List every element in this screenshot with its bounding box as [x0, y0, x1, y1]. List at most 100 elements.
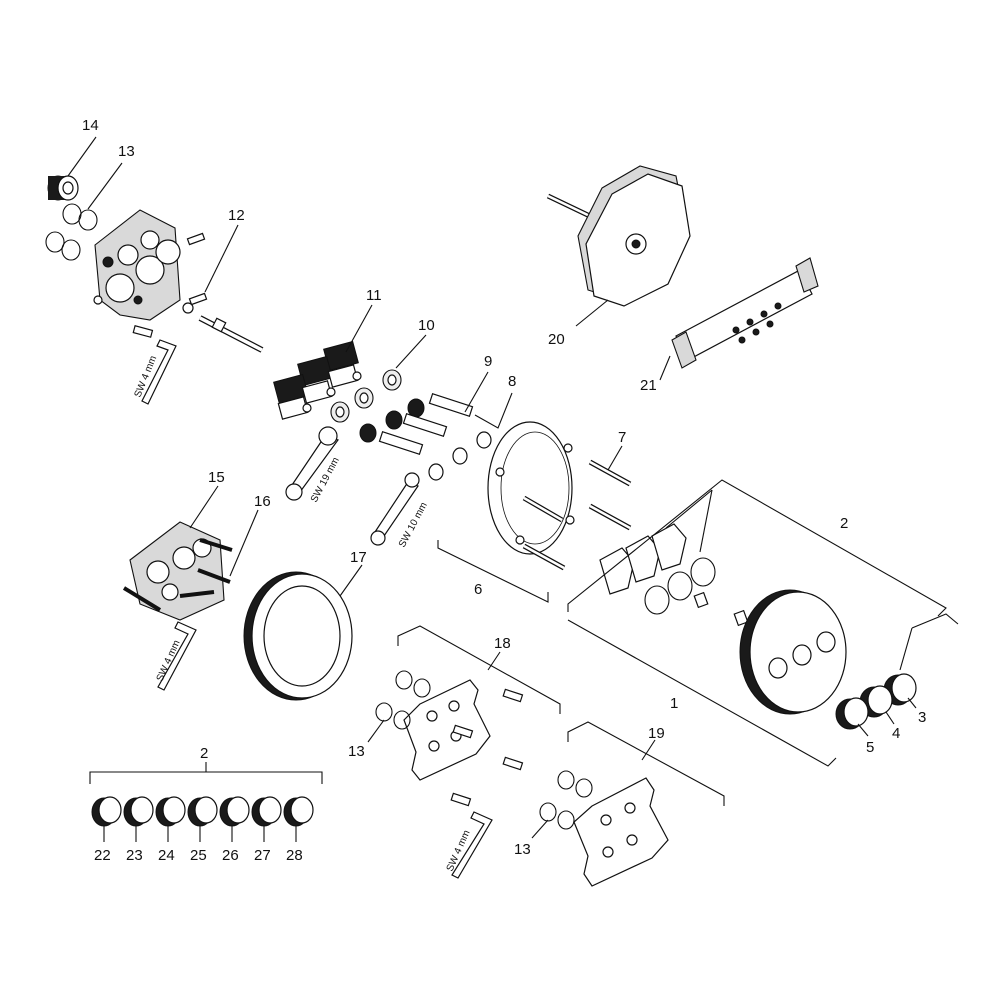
allen-key-mid	[157, 621, 197, 691]
leader-17	[339, 564, 363, 597]
callout-24: 24	[158, 847, 175, 864]
button-28	[283, 796, 314, 827]
orings-19	[539, 770, 593, 830]
button-23	[123, 796, 154, 827]
leader-12	[204, 224, 239, 293]
leader-18	[487, 651, 501, 671]
callout-13-bottom: 13	[514, 841, 531, 858]
part-20-box	[546, 165, 691, 307]
part-19-plate	[573, 777, 669, 887]
part-13-orings-top	[45, 203, 98, 261]
leader-16	[229, 509, 259, 577]
leader-20	[575, 299, 609, 327]
leader-5	[857, 723, 869, 737]
button-25	[187, 796, 218, 827]
leader-4	[885, 711, 895, 725]
callout-25: 25	[190, 847, 207, 864]
leader-2-b	[699, 489, 713, 553]
bracket-1	[567, 619, 837, 767]
button-22	[91, 796, 122, 827]
springs	[359, 398, 425, 443]
allen-key-bottom	[450, 792, 493, 879]
leader-19	[641, 739, 656, 761]
callout-9: 9	[484, 353, 492, 370]
leader-21	[659, 355, 671, 381]
button-24	[155, 796, 186, 827]
leader-14	[67, 136, 97, 177]
callout-16: 16	[254, 493, 271, 510]
bracket-18	[397, 625, 561, 714]
leader-8	[474, 392, 513, 429]
part-15-valve-body	[129, 521, 225, 621]
part-18-plate	[403, 679, 491, 781]
allen-key-top	[132, 325, 177, 405]
callout-27: 27	[254, 847, 271, 864]
leader-13-top	[87, 162, 123, 210]
part-7-screws	[522, 459, 632, 571]
callout-2-bottom: 2	[200, 745, 208, 762]
callout-8: 8	[508, 373, 516, 390]
leader-15	[189, 485, 219, 529]
wrench-sw10	[370, 472, 420, 546]
small-fittings	[693, 591, 749, 627]
bracket-6	[437, 540, 549, 603]
part-14-cap	[47, 175, 79, 201]
screw-top-a	[186, 232, 206, 246]
bracket-2-bottom	[89, 771, 323, 784]
screws-18	[452, 688, 524, 771]
bracket-19	[567, 721, 725, 806]
callout-10: 10	[418, 317, 435, 334]
callout-6: 6	[474, 581, 482, 598]
part-12-rod	[198, 315, 264, 353]
part-21-bracket	[671, 257, 819, 369]
callout-15: 15	[208, 469, 225, 486]
screw-top-b	[182, 292, 208, 314]
callout-7: 7	[618, 429, 626, 446]
part-1-cover-plate	[739, 589, 847, 715]
callout-19: 19	[648, 725, 665, 742]
leader-13-bottom	[531, 819, 549, 839]
button-26	[219, 796, 250, 827]
bracket-2-right	[567, 479, 947, 617]
part-16-screws	[122, 538, 233, 612]
callout-3: 3	[918, 709, 926, 726]
callout-13-mid: 13	[348, 743, 365, 760]
valve-body	[93, 209, 181, 321]
callout-23: 23	[126, 847, 143, 864]
orings-18	[375, 670, 431, 730]
button-row	[91, 796, 314, 827]
callout-21: 21	[640, 377, 657, 394]
leader-10	[395, 334, 427, 369]
button-orings	[644, 557, 716, 615]
button-27	[251, 796, 282, 827]
leader-2-a	[665, 489, 713, 529]
callout-13-top: 13	[118, 143, 135, 160]
leader-3	[907, 697, 917, 709]
mounting-ring	[487, 421, 575, 555]
leader-13-mid	[367, 719, 385, 743]
callout-4: 4	[892, 725, 900, 742]
callout-2-right: 2	[840, 515, 848, 532]
callout-17: 17	[350, 549, 367, 566]
button-housings	[599, 523, 687, 595]
callout-20: 20	[548, 331, 565, 348]
part-10-rings	[330, 369, 402, 423]
callout-1: 1	[670, 695, 678, 712]
callout-28: 28	[286, 847, 303, 864]
callout-5: 5	[866, 739, 874, 756]
callout-22: 22	[94, 847, 111, 864]
callout-11: 11	[366, 287, 382, 304]
part-11-cartridges	[273, 340, 362, 420]
leader-345	[899, 627, 913, 671]
wrench-sw19	[285, 426, 339, 501]
leader-9	[464, 371, 489, 413]
part-17-ring	[243, 571, 353, 701]
callout-14: 14	[82, 117, 99, 134]
callout-18: 18	[494, 635, 511, 652]
part-8-rings	[428, 431, 492, 481]
leader-11	[345, 304, 373, 353]
callout-26: 26	[222, 847, 239, 864]
button-row-leaders	[103, 826, 297, 842]
